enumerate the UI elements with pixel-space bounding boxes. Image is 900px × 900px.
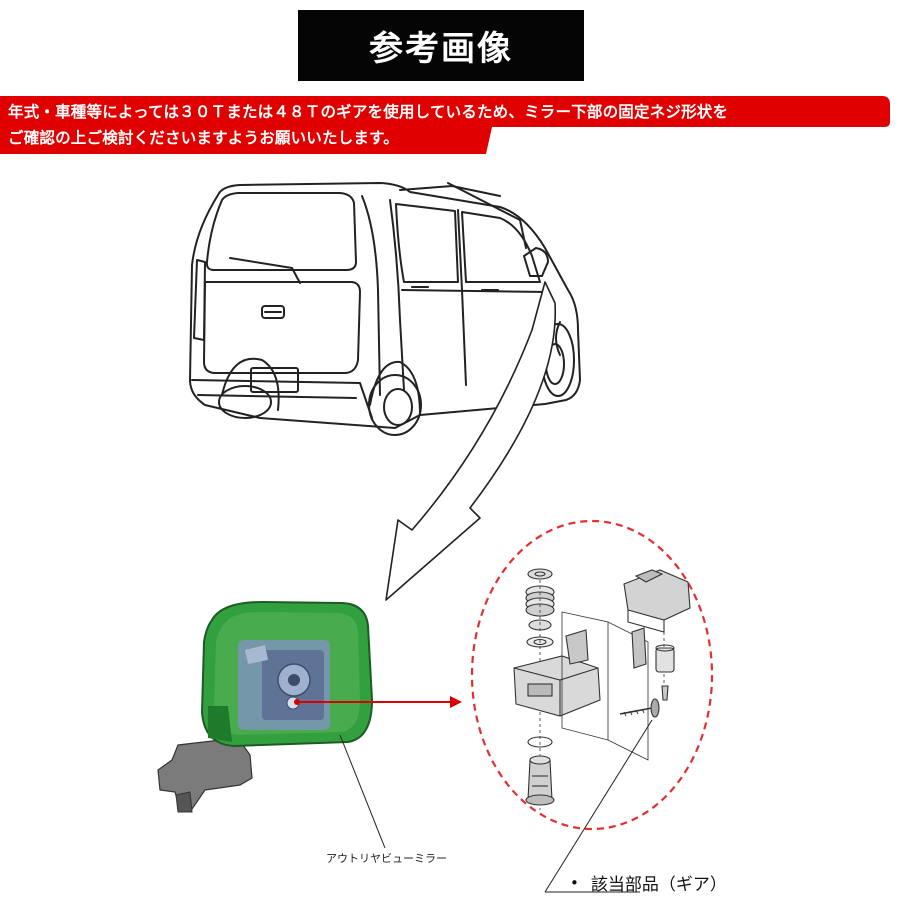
notice-text-line-2: ご確認の上ご検討くださいますようお願いいたします。 bbox=[8, 129, 399, 147]
red-pointer-arrow bbox=[294, 696, 462, 708]
mirror-illustration bbox=[157, 600, 374, 813]
mirror-caption: アウトリヤビューミラー bbox=[326, 852, 447, 865]
target-part-label: • 該当部品（ギア） bbox=[570, 870, 727, 896]
page-title: 参考画像 bbox=[298, 10, 584, 81]
dashed-circle bbox=[470, 519, 714, 831]
notice-text-line-1: 年式・車種等によっては３０Ｔまたは４８Ｔのギアを使用しているため、ミラー下部の固… bbox=[8, 103, 729, 121]
target-part-text: 該当部品（ギア） bbox=[590, 875, 727, 895]
car-drawing bbox=[189, 182, 581, 436]
notice-banner bbox=[0, 96, 900, 158]
curved-arrow bbox=[385, 281, 557, 601]
exploded-parts-view bbox=[513, 568, 691, 810]
bullet: • bbox=[570, 873, 579, 892]
